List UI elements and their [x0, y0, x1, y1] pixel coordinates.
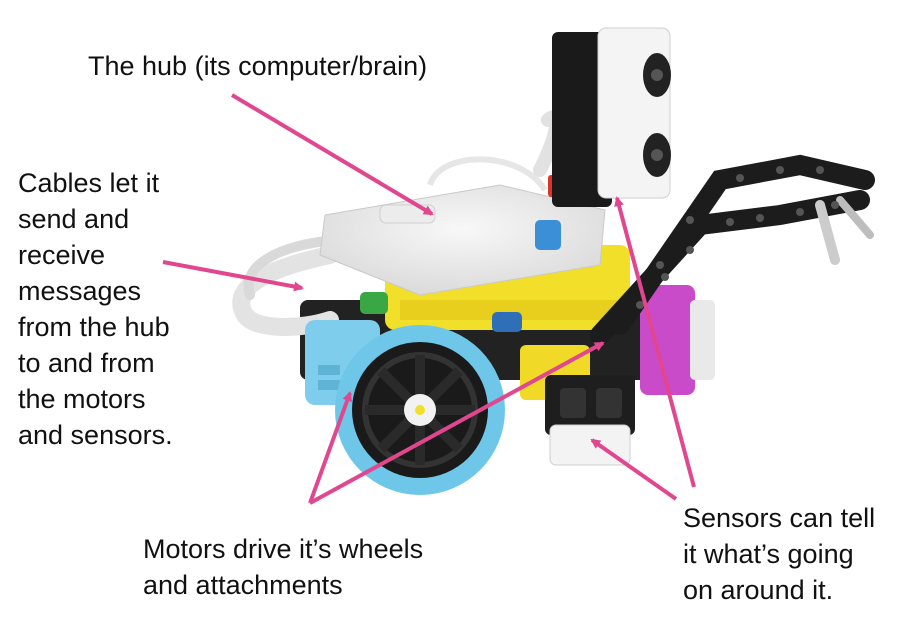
green-peg [360, 292, 388, 314]
arrow-motors-attachment [309, 341, 605, 505]
magenta-frame [640, 285, 695, 395]
arm-beams [590, 154, 875, 345]
distance-sensor [552, 27, 671, 207]
arrow-sensors-front [590, 438, 678, 501]
blue-peg [535, 220, 561, 250]
robot [232, 27, 875, 495]
label-cables: Cables let it send and receive messages … [18, 168, 173, 450]
label-hub: The hub (its computer/brain) [88, 51, 428, 81]
annotation-arrows [162, 93, 696, 505]
blue-peg-2 [492, 312, 522, 332]
cable-top [427, 156, 548, 192]
arrow-hub [230, 93, 434, 216]
label-sensors: Sensors can tell it what’s going on arou… [683, 503, 876, 605]
arrow-motors-wheel [308, 391, 352, 504]
cable-left-2 [243, 235, 340, 300]
front-sensor [545, 375, 635, 466]
label-motors: Motors drive it’s wheels and attachments [143, 534, 424, 600]
arrow-sensors-top [614, 196, 696, 488]
cable-left [232, 246, 339, 336]
wheel [335, 325, 505, 495]
arrow-cables [162, 260, 304, 292]
